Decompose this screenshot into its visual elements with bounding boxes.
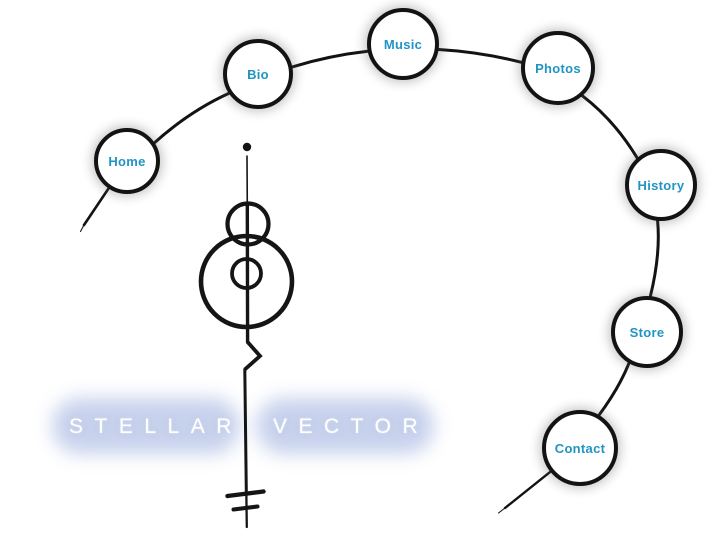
nav-item-bio-label: Bio [247, 66, 269, 82]
connector-contact-tail-tip [497, 507, 506, 514]
connector-contact-tail [503, 470, 552, 510]
sketch-large-circle [198, 233, 295, 330]
nav-item-history-label: History [637, 177, 685, 193]
sketch-zigzag [243, 340, 263, 371]
brand-word-stellar: STELLAR [69, 415, 243, 438]
nav-item-contact-label: Contact [554, 440, 606, 456]
connector-home-bio [153, 91, 231, 145]
hand-drawn-sketch-illustration [198, 142, 295, 529]
sketch-top-dot [242, 142, 252, 152]
brand-glow-vector [256, 398, 434, 454]
connector-bio-music [290, 49, 370, 69]
nav-item-store[interactable]: Store [611, 296, 683, 368]
brand-glow-stellar [52, 398, 240, 454]
sketch-lower-line [243, 368, 248, 493]
nav-item-photos[interactable]: Photos [521, 31, 595, 105]
connector-home-tail [82, 187, 110, 227]
sketch-tail-line [245, 489, 248, 529]
connector-photos-history [580, 94, 639, 160]
nav-item-bio[interactable]: Bio [223, 39, 293, 109]
brand-word-vector: VECTOR [273, 415, 430, 438]
connector-music-photos [437, 48, 523, 64]
connector-history-store [648, 219, 660, 298]
connector-home-tail-tip [79, 224, 85, 233]
nav-item-contact[interactable]: Contact [542, 410, 618, 486]
nav-item-store-label: Store [629, 324, 665, 340]
connector-store-contact [597, 361, 631, 417]
nav-item-music[interactable]: Music [367, 8, 439, 80]
nav-item-photos-label: Photos [535, 60, 581, 76]
nav-item-music-label: Music [383, 36, 423, 52]
nav-item-home-label: Home [108, 153, 146, 169]
sketch-small-circle [230, 257, 263, 290]
sketch-medium-circle [225, 201, 271, 247]
nav-item-home[interactable]: Home [94, 128, 160, 194]
nav-item-history[interactable]: History [625, 149, 697, 221]
